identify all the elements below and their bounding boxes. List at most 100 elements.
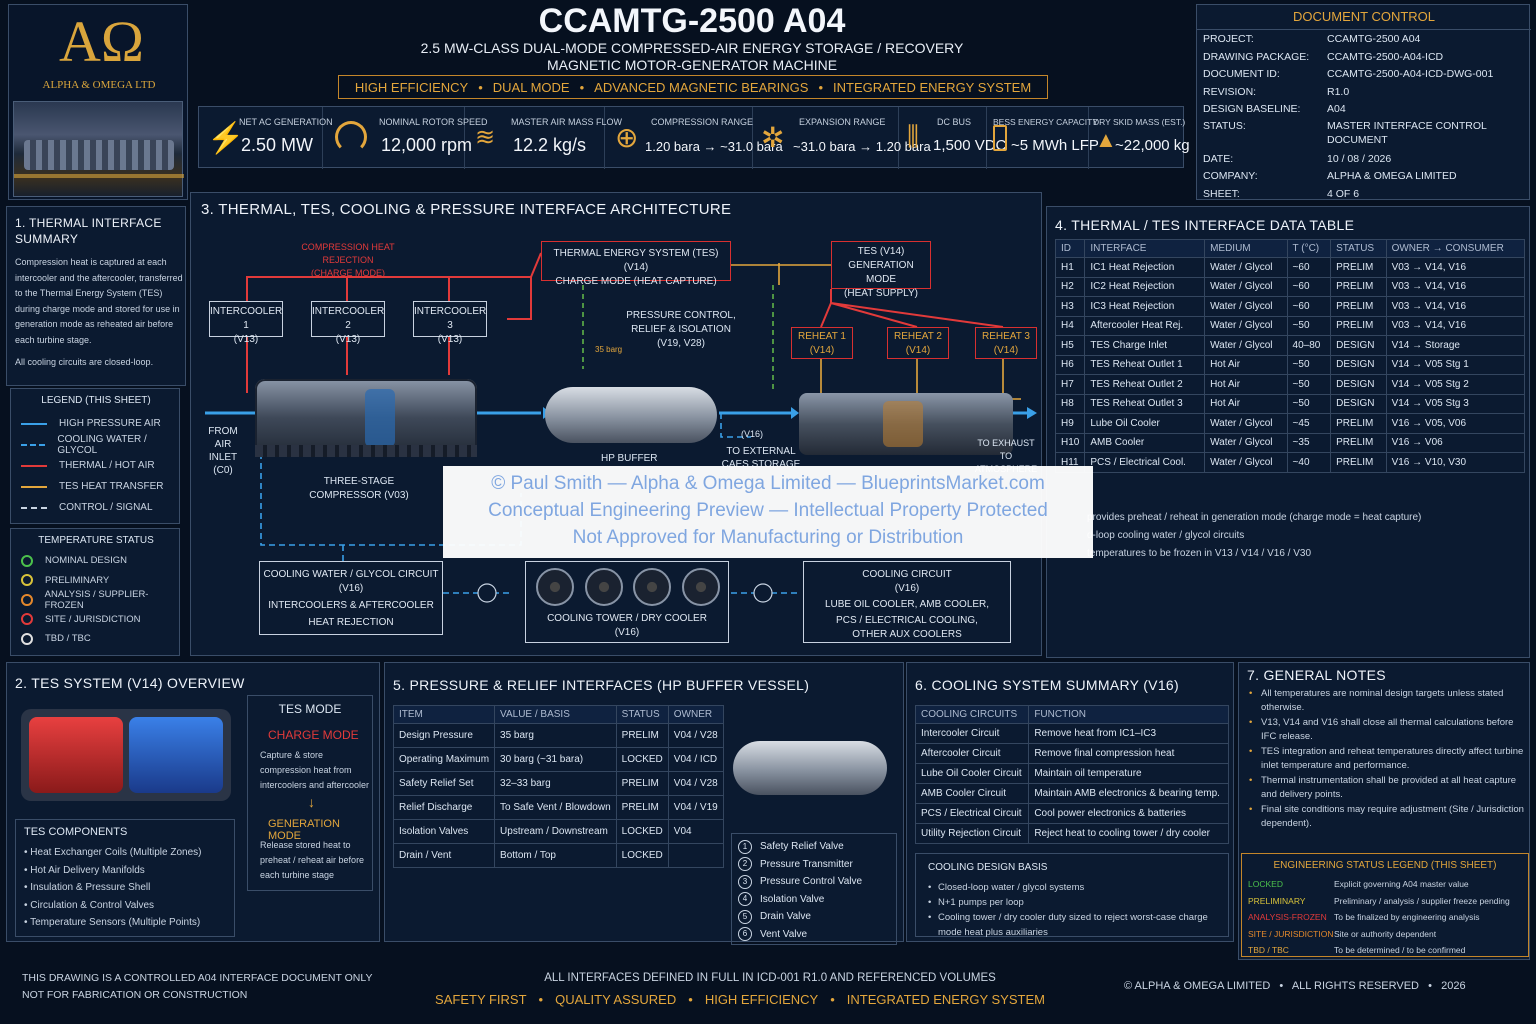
table-cell: 35 barg: [494, 723, 617, 748]
status-item: NOMINAL DESIGN: [15, 551, 181, 571]
tes-gen-box: TES (V14)GENERATION MODE(HEAT SUPPLY): [831, 241, 931, 299]
fan-icon: [681, 568, 720, 606]
table-cell: ~60: [1286, 296, 1332, 317]
table-cell: V14 → V05 Stg 2: [1385, 374, 1526, 395]
table-cell: IC3 Heat Rejection: [1084, 296, 1206, 317]
bolt-icon: ⚡: [207, 122, 245, 155]
table-header: FUNCTION: [1028, 705, 1229, 724]
table-cell: V14 → V05 Stg 1: [1385, 354, 1526, 375]
doc-key: REVISION:: [1203, 85, 1257, 98]
kpi-expansion: ✲ EXPANSION RANGE~31.0 bara → 1.20 bara: [753, 107, 931, 169]
doc-row: DOCUMENT ID:CCAMTG-2500-A04-ICD-DWG-001: [1203, 66, 1525, 84]
section-4: 4. THERMAL / TES INTERFACE DATA TABLE ID…: [1046, 206, 1530, 658]
table-cell: H5: [1054, 335, 1086, 356]
table-cell: DESIGN: [1330, 354, 1387, 375]
s5-title: 5. PRESSURE & RELIEF INTERFACES (HP BUFF…: [393, 677, 810, 693]
table-header: OWNER → CONSUMER: [1385, 239, 1526, 258]
doc-row: DRAWING PACKAGE:CCAMTG-2500-A04-ICD: [1203, 49, 1525, 67]
reheat-1: REHEAT 1(V14): [791, 327, 853, 359]
table-header: STATUS: [1330, 239, 1387, 258]
s1-body: Compression heat is captured at each int…: [15, 257, 183, 345]
table-cell: LOCKED: [615, 747, 669, 772]
machine-photo: [13, 101, 184, 197]
table-cell: TES Reheat Outlet 3: [1084, 393, 1206, 414]
table-cell: Design Pressure: [392, 723, 496, 748]
table-note: temperatures to be frozen in V13 / V14 /…: [1087, 548, 1312, 559]
weight-icon: ▲: [1095, 127, 1117, 152]
s4-notes: provides preheat / reheat in generation …: [1087, 509, 1517, 563]
tag-3: ADVANCED MAGNETIC BEARINGS: [594, 79, 809, 95]
table-cell: H2: [1054, 276, 1086, 297]
table-cell: PRELIM: [1330, 315, 1387, 336]
table-cell: ~40: [1286, 452, 1332, 473]
table-header: MEDIUM: [1204, 239, 1288, 258]
table-cell: H6: [1054, 354, 1086, 375]
doc-value: CCAMTG-2500-A04-ICD: [1327, 50, 1444, 63]
table-cell: V03 → V14, V16: [1385, 257, 1526, 278]
s7-notes: •All temperatures are nominal design tar…: [1249, 687, 1525, 832]
table-cell: V04 / ICD: [667, 747, 724, 772]
table-cell: Maintain oil temperature: [1028, 763, 1229, 784]
footer-tags: SAFETY FIRST•QUALITY ASSURED•HIGH EFFICI…: [435, 992, 1045, 1007]
table-cell: Water / Glycol: [1204, 296, 1288, 317]
basis-item: •Cooling tower / dry cooler duty sized t…: [928, 912, 1208, 938]
table-cell: V14 → Storage: [1385, 335, 1526, 356]
table-cell: V04 / V28: [667, 771, 724, 796]
number-circle-icon: 2: [738, 857, 752, 872]
table-cell: PRELIM: [1330, 452, 1387, 473]
table-cell: V16 → V10, V30: [1385, 452, 1526, 473]
cooling-tower: COOLING TOWER / DRY COOLER(V16): [525, 561, 729, 643]
table-cell: Drain / Vent: [392, 843, 496, 868]
tag-2: DUAL MODE: [492, 79, 570, 95]
section-6: 6. COOLING SYSTEM SUMMARY (V16) COOLING …: [906, 662, 1234, 942]
flow-lines: [205, 252, 1037, 603]
s1-title: 1. THERMAL INTERFACE SUMMARY: [15, 216, 162, 246]
table-header: VALUE / BASIS: [494, 705, 617, 724]
table-cell: 30 barg (~31 bara): [494, 747, 617, 772]
table-cell: Water / Glycol: [1204, 432, 1288, 453]
s7-title: 7. GENERAL NOTES: [1247, 667, 1386, 683]
legend-item: THERMAL / HOT AIR: [21, 455, 181, 476]
tag-1: HIGH EFFICIENCY: [354, 79, 469, 95]
number-circle-icon: 3: [738, 874, 752, 889]
table-cell: Water / Glycol: [1204, 413, 1288, 434]
doc-value: MASTER INTERFACE CONTROL DOCUMENT: [1327, 119, 1487, 146]
table-cell: Relief Discharge: [392, 795, 496, 820]
doc-value: 10 / 08 / 2026: [1327, 152, 1392, 165]
gauge-label: 35 barg: [595, 345, 623, 354]
cooling-water-circuit: COOLING WATER / GLYCOL CIRCUIT(V16)INTER…: [259, 561, 443, 635]
tes-charge-box: THERMAL ENERGY SYSTEM (TES) (V14)CHARGE …: [541, 241, 731, 287]
table-header: OWNER: [667, 705, 724, 724]
table-cell: ~35: [1286, 432, 1332, 453]
doc-row: STATUS:MASTER INTERFACE CONTROL DOCUMENT: [1203, 119, 1525, 147]
legend-line-icon: [21, 443, 46, 446]
table-cell: V03 → V14, V16: [1385, 276, 1526, 297]
table-cell: V03 → V14, V16: [1385, 315, 1526, 336]
kpi-bess: BESS ENERGY CAPACITY~5 MWh LFP: [987, 107, 1099, 169]
table-cell: H4: [1054, 315, 1086, 336]
gauge-icon: [335, 121, 367, 153]
tes-image: [21, 709, 231, 801]
table-cell: AMB Cooler Circuit: [914, 783, 1030, 804]
legend-line-icon: [21, 485, 47, 488]
status-circle-icon: [21, 593, 33, 606]
status-circle-icon: [21, 554, 33, 567]
table-cell: Remove heat from IC1–IC3: [1028, 723, 1229, 744]
